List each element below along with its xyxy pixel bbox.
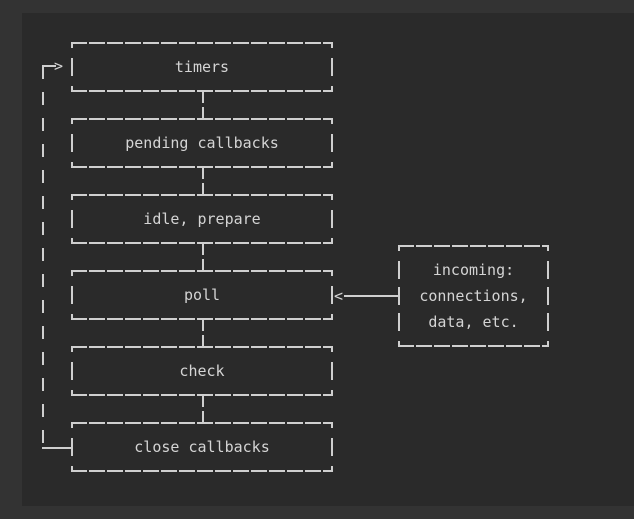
phase-label-idle-prepare: idle, prepare — [143, 210, 261, 228]
incoming-box-line-3: data, etc. — [428, 313, 519, 331]
connector-idle-poll — [202, 244, 204, 270]
phase-box-pending-callbacks: pending callbacks — [71, 118, 333, 168]
connector-timers-pending — [202, 92, 204, 118]
loop-line-bottom — [42, 447, 73, 449]
incoming-box-line-2: connections, — [419, 287, 528, 305]
incoming-arrowhead-left-icon: < — [334, 287, 344, 305]
loop-line-top — [42, 65, 56, 67]
phase-label-pending-callbacks: pending callbacks — [125, 134, 279, 152]
phase-box-idle-prepare: idle, prepare — [71, 194, 333, 244]
incoming-box: incoming: connections, data, etc. — [398, 245, 549, 347]
phase-box-timers: timers — [71, 42, 333, 92]
connector-check-close — [202, 396, 204, 422]
phase-box-poll: poll — [71, 270, 333, 320]
phase-label-timers: timers — [174, 58, 230, 76]
connector-poll-check — [202, 320, 204, 346]
phase-label-check: check — [179, 362, 225, 380]
code-block-panel: > timers pending callbacks idle, prepare… — [22, 13, 634, 506]
loop-arrowhead-right-icon: > — [54, 57, 64, 75]
incoming-box-line-1: incoming: — [432, 261, 515, 279]
phase-box-check: check — [71, 346, 333, 396]
phase-label-close-callbacks: close callbacks — [134, 438, 270, 456]
phase-box-close-callbacks: close callbacks — [71, 422, 333, 472]
phase-label-poll: poll — [183, 286, 221, 304]
loop-line-vertical — [42, 66, 44, 448]
connector-pending-idle — [202, 168, 204, 194]
incoming-arrow-line — [344, 295, 398, 297]
